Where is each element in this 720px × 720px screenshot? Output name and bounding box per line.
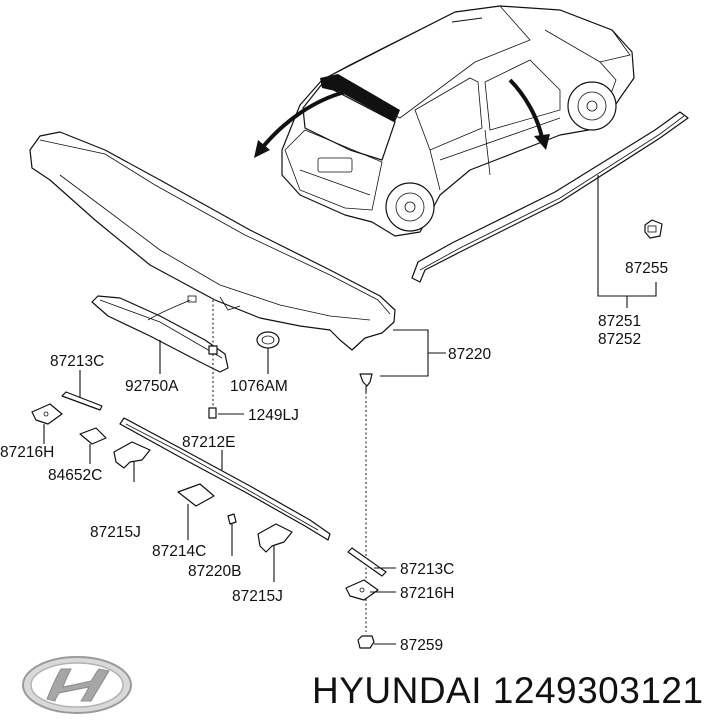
part-labels: 87255 87251 87252 87220 87213C 92750A 10… xyxy=(0,260,668,654)
molding-part xyxy=(119,417,331,541)
label-87215j-right: 87215J xyxy=(232,588,283,605)
label-87252: 87252 xyxy=(598,331,641,348)
screw-part xyxy=(208,407,244,419)
stop-lamp-part xyxy=(91,295,229,373)
label-87216h-left: 87216H xyxy=(0,444,54,461)
label-87220: 87220 xyxy=(448,346,491,363)
hyundai-logo-icon xyxy=(22,656,132,714)
roof-rail-part xyxy=(411,111,689,283)
label-84652c: 84652C xyxy=(48,467,102,484)
label-87212e: 87212E xyxy=(182,434,235,451)
label-1076am: 1076AM xyxy=(230,378,288,395)
label-87213c-right: 87213C xyxy=(400,561,454,578)
label-87213c-top: 87213C xyxy=(50,353,104,370)
label-87255: 87255 xyxy=(625,260,668,277)
label-87214c: 87214C xyxy=(152,543,206,560)
brand-caption: HYUNDAI 1249303121 xyxy=(312,670,704,711)
car-illustration xyxy=(254,5,635,237)
spoiler-part xyxy=(29,131,396,351)
label-87259: 87259 xyxy=(400,637,443,654)
label-87251: 87251 xyxy=(598,313,641,330)
label-92750a: 92750A xyxy=(125,378,179,395)
roof-rail-clip-part xyxy=(644,219,663,239)
label-87215j-left: 87215J xyxy=(90,524,141,541)
label-1249lj: 1249LJ xyxy=(248,407,299,424)
grommet-part xyxy=(256,331,280,349)
bolt-part xyxy=(359,373,373,392)
label-87220b: 87220B xyxy=(188,563,241,580)
label-87216h-right: 87216H xyxy=(400,585,454,602)
